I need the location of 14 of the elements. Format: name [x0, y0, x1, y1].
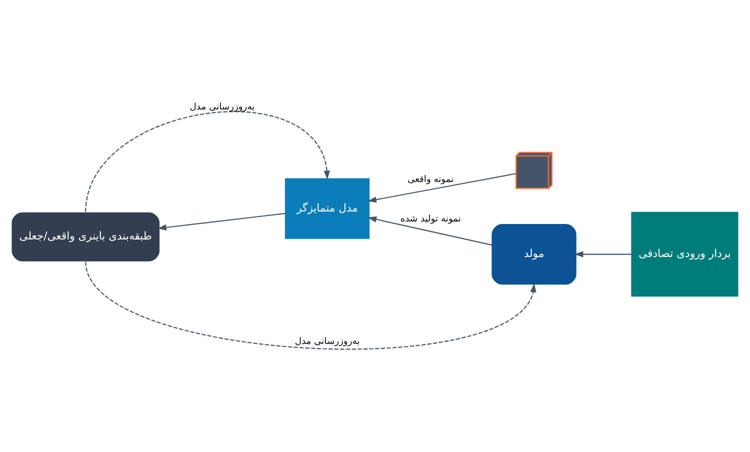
arrow: [368, 216, 492, 246]
arrow: [574, 251, 632, 258]
node-box: بردار ورودی تصادفی: [631, 212, 738, 297]
arrow: [368, 173, 516, 203]
node-box: مولد: [492, 224, 576, 285]
edge-label: به‌روزرسانی مدل: [190, 102, 255, 113]
arrow: [158, 212, 286, 231]
edge-label: نمونه واقعی: [408, 174, 454, 185]
edge-label: نمونه تولید شده: [400, 214, 461, 225]
edge-label: به‌روزرسانی مدل: [294, 336, 360, 347]
arrow: [85, 262, 536, 350]
node-box: طبقه‌بندی باینری واقعی/جعلی: [12, 212, 160, 262]
node-box: مدل متمایزگر: [284, 178, 370, 239]
arrow: [85, 111, 330, 212]
